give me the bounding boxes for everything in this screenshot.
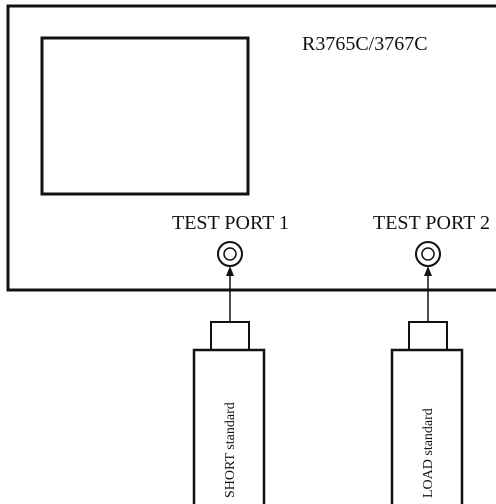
load-standard-label: LOAD standard xyxy=(421,408,436,498)
test-port-2: TEST PORT 2 xyxy=(373,212,490,267)
short-standard: SHORT standard xyxy=(192,321,266,504)
test-port-1-label: TEST PORT 1 xyxy=(172,212,289,234)
short-standard-body xyxy=(192,348,266,504)
short-standard-cap xyxy=(210,321,250,351)
test-port-1: TEST PORT 1 xyxy=(172,212,289,267)
arrow-up-icon xyxy=(424,266,432,322)
instrument-outline xyxy=(6,4,496,292)
display-screen xyxy=(40,36,250,196)
instrument-panel: R3765C/3767C xyxy=(6,4,496,292)
short-standard-label: SHORT standard xyxy=(223,402,238,498)
load-standard-body xyxy=(390,348,464,504)
connector-icon xyxy=(415,241,441,267)
load-standard: LOAD standard xyxy=(390,321,464,504)
test-port-2-label: TEST PORT 2 xyxy=(373,212,490,234)
instrument-model-label: R3765C/3767C xyxy=(302,33,428,55)
connector-icon xyxy=(217,241,243,267)
load-standard-cap xyxy=(408,321,448,351)
arrow-up-icon xyxy=(226,266,234,322)
